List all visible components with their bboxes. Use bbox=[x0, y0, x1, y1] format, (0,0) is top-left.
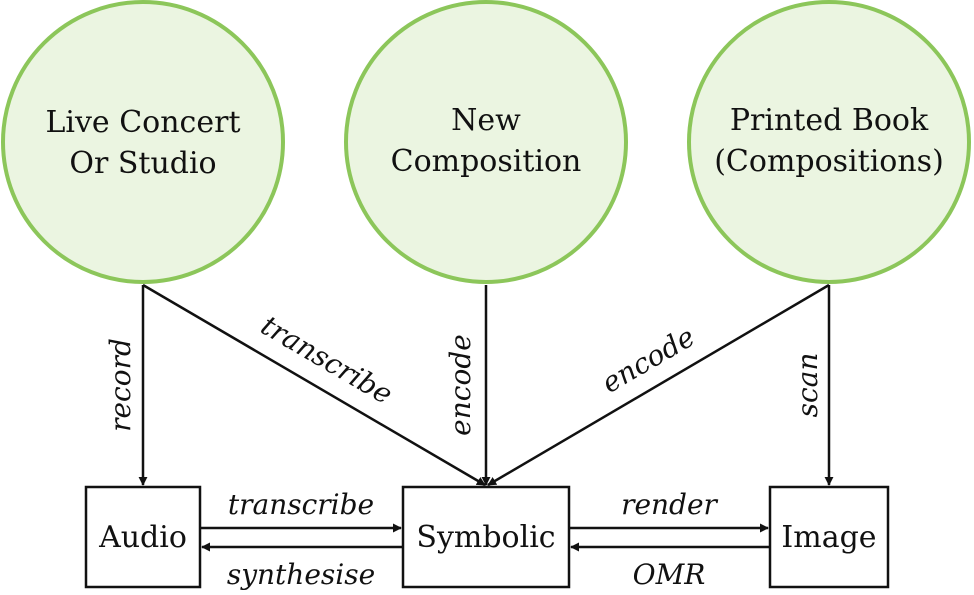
source-label-line1: Printed Book bbox=[730, 103, 929, 138]
edge-transcribe-live-line bbox=[142, 283, 486, 487]
edge-label-record: record bbox=[104, 338, 137, 432]
source-label-line2: (Compositions) bbox=[714, 144, 944, 179]
source-new-composition: New Composition bbox=[344, 0, 628, 284]
format-label: Image bbox=[781, 520, 876, 555]
edge-label-scan: scan bbox=[791, 353, 824, 418]
edge-label-render: render bbox=[621, 488, 718, 521]
edge-label-encode-book: encode bbox=[596, 320, 700, 400]
edge-encode-book-line bbox=[487, 283, 830, 487]
source-live-concert: Live Concert Or Studio bbox=[1, 0, 285, 284]
format-box bbox=[768, 485, 890, 589]
edge-label-transcribe-audio: transcribe bbox=[228, 488, 374, 521]
format-audio: Audio bbox=[84, 485, 202, 589]
source-circle bbox=[344, 0, 628, 284]
source-label-line1: New bbox=[451, 103, 521, 138]
format-box bbox=[401, 485, 571, 589]
edge-label-encode-new: encode bbox=[444, 334, 477, 436]
format-image: Image bbox=[768, 485, 890, 589]
source-label-line2: Or Studio bbox=[69, 146, 216, 181]
format-label: Symbolic bbox=[416, 520, 555, 555]
source-label-line1: Live Concert bbox=[45, 105, 240, 140]
source-circle bbox=[1, 0, 285, 284]
source-label-line2: Composition bbox=[391, 144, 582, 179]
format-label: Audio bbox=[98, 520, 187, 555]
edge-label-omr: OMR bbox=[633, 558, 706, 591]
format-box bbox=[84, 485, 202, 589]
format-symbolic: Symbolic bbox=[401, 485, 571, 589]
source-printed-book: Printed Book (Compositions) bbox=[687, 0, 971, 284]
edge-label-transcribe-live: transcribe bbox=[255, 309, 398, 411]
edge-label-synthesise: synthesise bbox=[227, 558, 375, 591]
source-circle bbox=[687, 0, 971, 284]
